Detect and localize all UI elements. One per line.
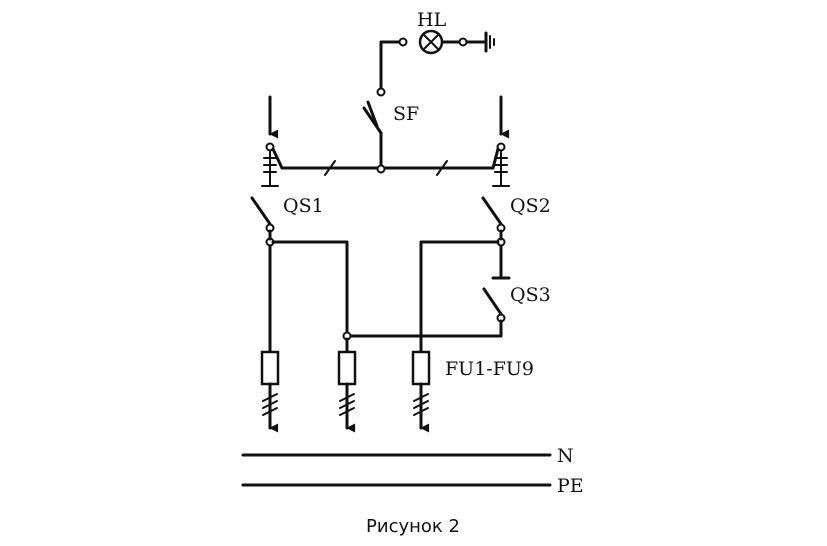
lamp-branch: HL [379,9,495,92]
right-input [491,95,510,187]
outgoing-feeders [262,382,430,433]
left-breaker-latch-icon [261,150,279,187]
sf-switch: SF [362,87,419,170]
left-input [261,95,284,187]
qs2-label: QS2 [510,195,551,217]
fuse-group: FU1-FU9 [260,350,534,386]
n-label: N [557,445,574,467]
sf-label: SF [393,103,419,125]
hl-label: HL [417,9,447,31]
figure-caption: Рисунок 2 [366,516,460,537]
fuse-2 [337,350,357,386]
fuse-label: FU1-FU9 [445,358,534,380]
three-phase-tick-icon [262,393,429,416]
qs3-label: QS3 [510,284,551,306]
qs1-label: QS1 [283,195,324,217]
right-breaker-latch-icon [492,150,510,187]
qs1-switch: QS1 [250,195,324,247]
conductor-bars: N PE [241,445,584,497]
fuse-1 [260,350,280,386]
fuse-3 [411,350,431,386]
hl-lamp-icon [418,29,444,55]
pe-label: PE [557,475,584,497]
top-bus [280,160,495,176]
branch-wiring: QS3 [268,240,551,354]
qs2-switch: QS2 [481,195,551,247]
ground-icon [484,31,495,53]
